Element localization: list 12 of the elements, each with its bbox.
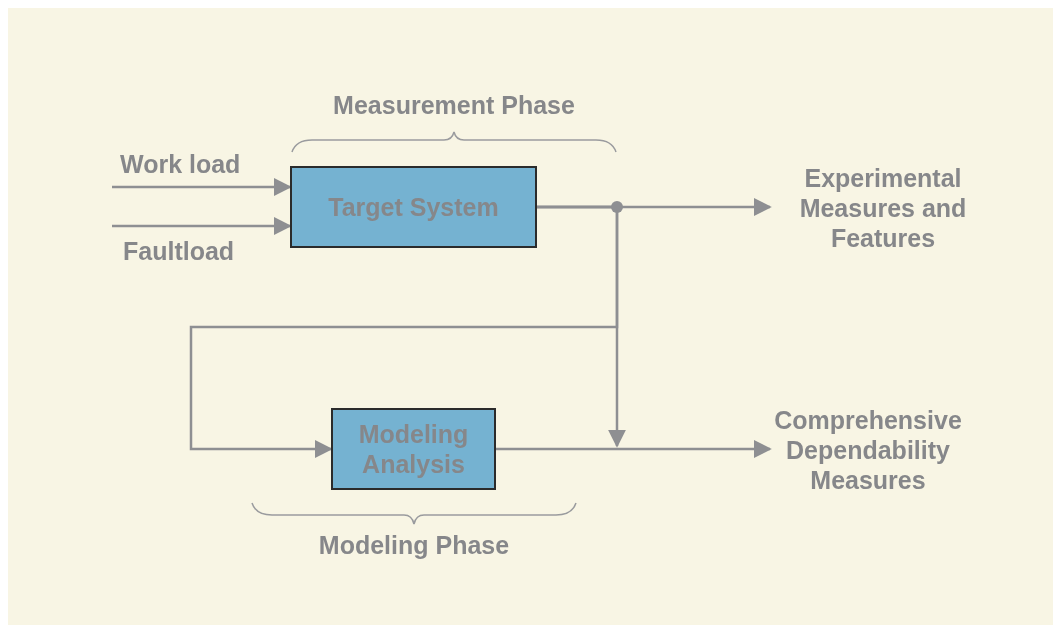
edge-label: Faultload — [123, 236, 235, 266]
process-box: Target System — [290, 166, 537, 248]
arrow — [189, 205, 619, 458]
arrow — [617, 440, 772, 458]
edge-label: Work load — [120, 149, 241, 179]
phase-label: Modeling Phase — [317, 530, 511, 560]
process-box: Modeling Analysis — [331, 408, 496, 490]
output-text: Experimental Measures and Features — [770, 160, 996, 256]
phase-label: Measurement Phase — [332, 90, 576, 120]
output-text: Comprehensive Dependability Measures — [770, 402, 966, 498]
arrow — [112, 178, 292, 196]
arrow — [112, 217, 292, 235]
